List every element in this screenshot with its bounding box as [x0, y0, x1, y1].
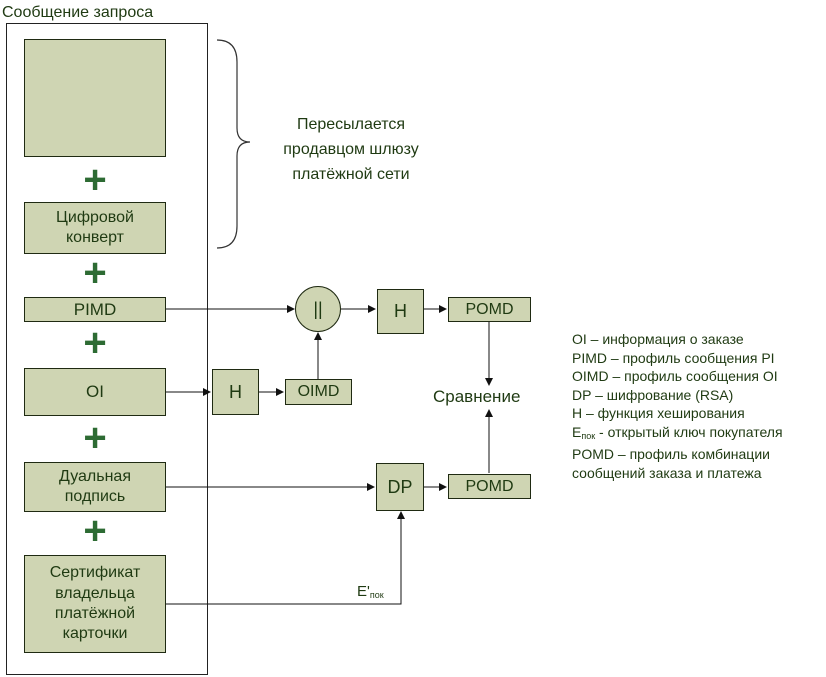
- certificate-line2: владельца: [55, 584, 135, 602]
- plus-sign: +: [83, 251, 107, 295]
- plus-sign: +: [83, 509, 107, 553]
- pomd-top-box: POMD: [448, 297, 531, 322]
- digital-envelope-block: Цифровой конверт: [24, 202, 166, 254]
- legend-key-main: E: [572, 423, 582, 440]
- legend: OI – информация о заказе PIMD – профиль …: [572, 330, 783, 482]
- arrow-cert-dp: [166, 511, 405, 605]
- brace-note-line3: платёжной сети: [292, 166, 410, 183]
- dual-signature-block: Дуальная подпись: [24, 462, 166, 512]
- legend-item: сообщений заказа и платежа: [572, 464, 762, 481]
- certificate-block: Сертификат владельца платёжной карточки: [24, 555, 166, 653]
- hash-top-box: H: [377, 289, 424, 334]
- public-key-label: E'пок: [357, 583, 384, 600]
- pimd-block: PIMD: [24, 297, 166, 322]
- brace: [216, 39, 251, 249]
- request-message-frame: [6, 23, 208, 675]
- brace-note-line1: Пересылается: [296, 116, 406, 133]
- certificate-line1: Сертификат: [49, 564, 141, 582]
- public-key-sub: пок: [369, 590, 384, 600]
- empty-block: [24, 39, 166, 157]
- hash-mid-box: H: [212, 369, 259, 415]
- oi-block: OI: [24, 368, 166, 416]
- legend-item: OIMD – профиль сообщения OI: [572, 368, 778, 384]
- public-key-main: E': [357, 583, 370, 600]
- compare-label: Сравнение: [433, 387, 521, 406]
- legend-item: PIMD – профиль сообщения PI: [572, 349, 775, 366]
- concat-node: ||: [295, 286, 341, 332]
- plus-sign: +: [83, 321, 107, 365]
- certificate-line3: платёжной: [54, 605, 136, 622]
- oimd-box: OIMD: [285, 379, 352, 405]
- brace-note: Пересылается продавцом шлюзу платёжной с…: [256, 112, 446, 187]
- dual-signature-line2: подпись: [64, 488, 126, 505]
- digital-envelope-line2: конверт: [65, 229, 124, 246]
- dual-signature-line1: Дуальная: [59, 468, 131, 485]
- digital-envelope-line1: Цифровой: [56, 209, 134, 226]
- legend-item: Eпок - открытый ключ покупателя: [572, 423, 783, 446]
- legend-item: DP – шифрование (RSA): [572, 386, 734, 403]
- legend-key-rest: - открытый ключ покупателя: [595, 423, 783, 440]
- pomd-bottom-box: POMD: [448, 474, 531, 499]
- certificate-line4: карточки: [62, 625, 128, 643]
- diagram-title: Сообщение запроса: [2, 4, 154, 21]
- legend-item: H – функция хеширования: [572, 405, 745, 421]
- legend-item: OI – информация о заказе: [572, 331, 744, 347]
- plus-sign: +: [83, 158, 107, 202]
- dp-box: DP: [376, 463, 424, 511]
- brace-note-line2: продавцом шлюзу: [283, 141, 419, 158]
- legend-item: POMD – профиль комбинации: [572, 446, 770, 462]
- plus-sign: +: [83, 416, 107, 460]
- legend-key-sub: пок: [581, 430, 596, 441]
